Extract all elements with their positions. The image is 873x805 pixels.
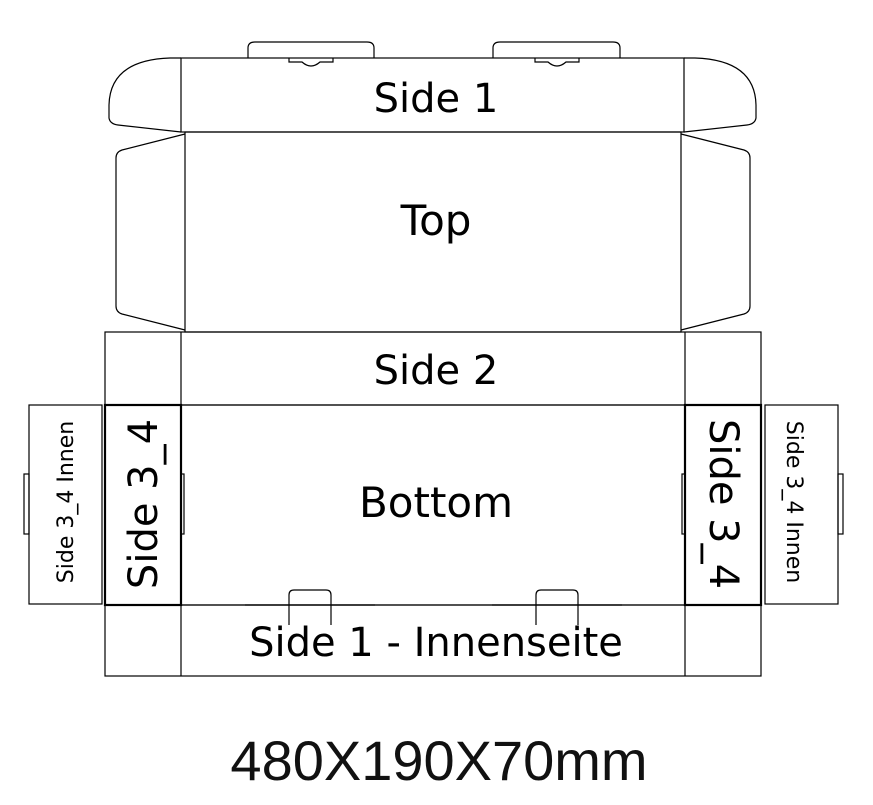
slot-right-inner (681, 473, 686, 535)
slot-right-outer (837, 473, 844, 535)
top-tab-right (492, 41, 621, 58)
dust-flap-right (680, 133, 751, 331)
top-tab-left (247, 41, 375, 58)
top-tab-notch-left (288, 58, 334, 67)
label-side34-inner-left: Side 3_4 Innen (54, 421, 79, 583)
dimensions-label: 480X190X70mm (230, 729, 647, 792)
label-side1: Side 1 (374, 76, 499, 122)
lock-tab-right (535, 589, 579, 625)
label-side34-left: Side 3_4 (121, 419, 167, 589)
ear-flap-left (108, 57, 182, 133)
lock-tab-left (288, 589, 332, 625)
dust-flap-left (115, 133, 186, 331)
label-side34-right: Side 3_4 (700, 419, 746, 589)
label-side2: Side 2 (374, 348, 499, 394)
slot-left-inner (180, 473, 185, 535)
label-side1-inner: Side 1 - Innenseite (249, 620, 623, 666)
side1-inner-row (104, 604, 762, 677)
label-side34-inner-right: Side 3_4 Innen (781, 421, 806, 583)
slot-left-outer (23, 473, 30, 535)
label-bottom: Bottom (359, 478, 513, 527)
label-top: Top (400, 196, 472, 245)
top-tab-notch-right (534, 58, 580, 67)
ear-flap-right (683, 57, 757, 133)
